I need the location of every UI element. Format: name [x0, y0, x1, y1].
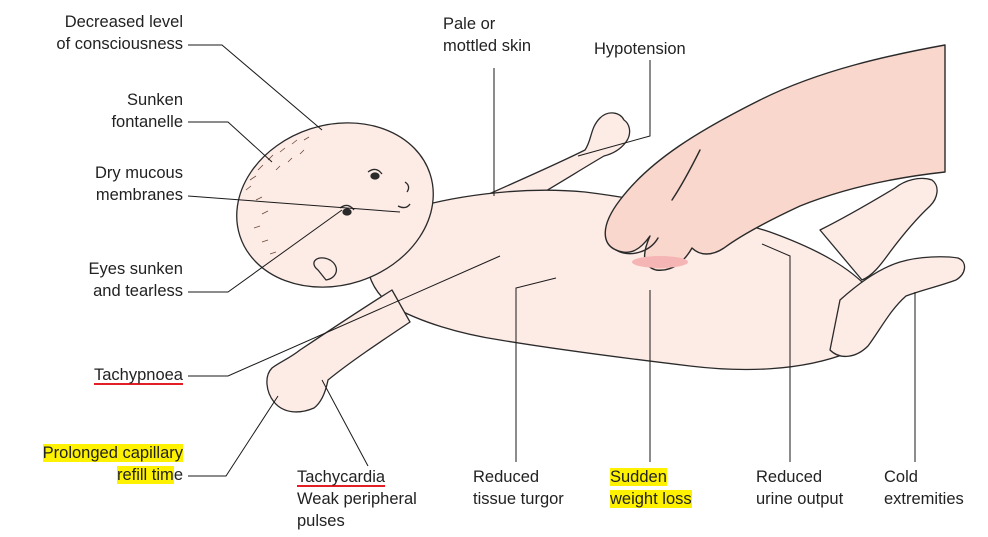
pressure-mark: [632, 256, 688, 268]
label-turgor: Reduced tissue turgor: [473, 466, 564, 510]
label-urine: Reduced urine output: [756, 466, 843, 510]
label-tachypnoea: Tachypnoea: [94, 364, 183, 386]
label-capillary: Prolonged capillary refill time: [43, 442, 183, 486]
leader-capillary: [188, 396, 278, 476]
leader-tachycardia: [322, 380, 368, 466]
label-eyes: Eyes sunken and tearless: [89, 258, 183, 302]
leader-fontanelle: [188, 122, 272, 162]
label-fontanelle: Sunken fontanelle: [111, 89, 183, 133]
label-mucous: Dry mucous membranes: [95, 162, 183, 206]
label-weight: Sudden weight loss: [610, 466, 692, 510]
label-hypotension: Hypotension: [594, 38, 686, 60]
leader-consciousness: [188, 45, 322, 130]
label-consciousness: Decreased level of consciousness: [56, 11, 183, 55]
label-pale: Pale or mottled skin: [443, 13, 531, 57]
label-tachycardia: Tachycardia Weak peripheral pulses: [297, 466, 417, 532]
near-arm: [267, 290, 410, 412]
label-cold: Cold extremities: [884, 466, 964, 510]
